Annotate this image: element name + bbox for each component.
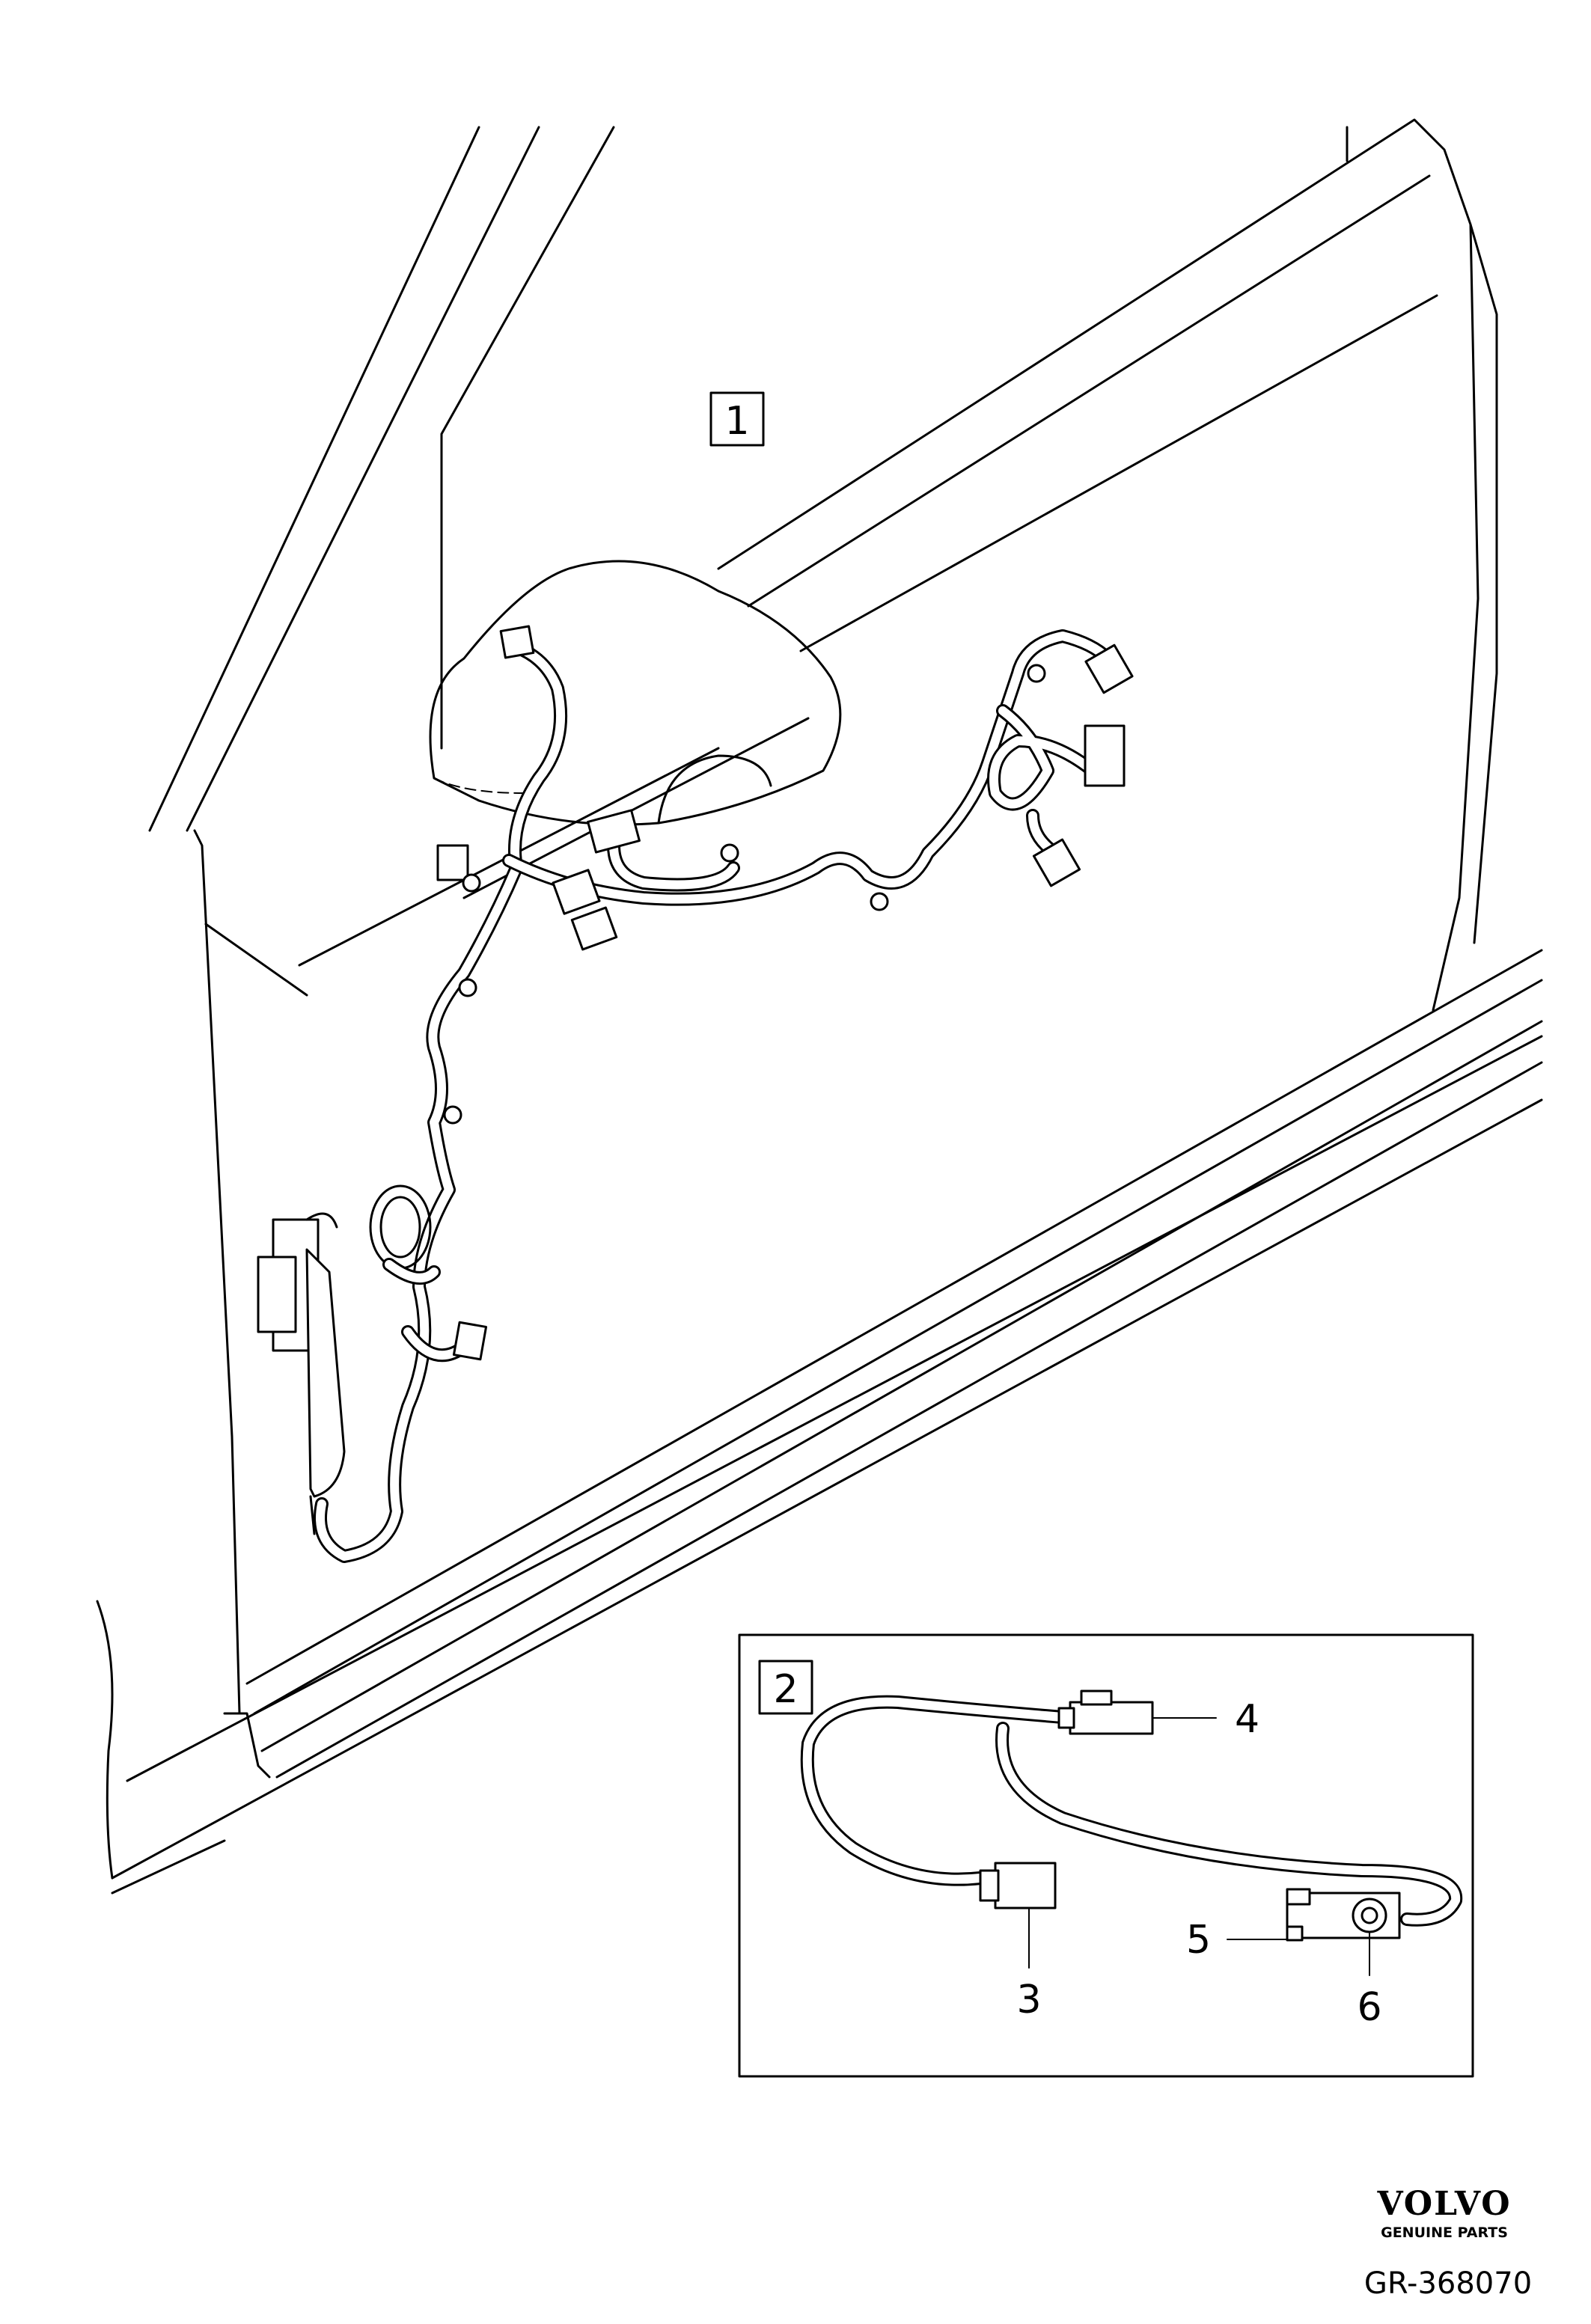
callout-5-label: 5: [1186, 1918, 1211, 1963]
diagram-reference-number: GR-368070: [1364, 2266, 1532, 2301]
callout-6-label: 6: [1357, 1985, 1381, 2030]
door-outline: [96, 118, 1543, 1895]
callout-4-label: 4: [1235, 1697, 1259, 1742]
callout-3-label: 3: [1016, 1978, 1041, 2022]
volvo-logo: VOLVO: [1376, 2185, 1511, 2223]
callout-2-label: 2: [773, 1667, 798, 1712]
footer: VOLVO GENUINE PARTS GR-368070: [1364, 2185, 1532, 2301]
callout-1-box: 1: [709, 391, 765, 447]
connector-3: [994, 1862, 1057, 1909]
connector-4: [1069, 1701, 1154, 1735]
callout-1-label: 1: [724, 399, 749, 444]
door-wiring-harness: [314, 629, 1114, 1563]
genuine-parts-text: GENUINE PARTS: [1381, 2224, 1508, 2241]
harness-connectors: [436, 625, 1134, 1361]
mirror-housing: [429, 560, 842, 826]
door-lower-bracket: [257, 1212, 346, 1535]
inset-panel: 2 4 3 5 6: [738, 1633, 1474, 2078]
